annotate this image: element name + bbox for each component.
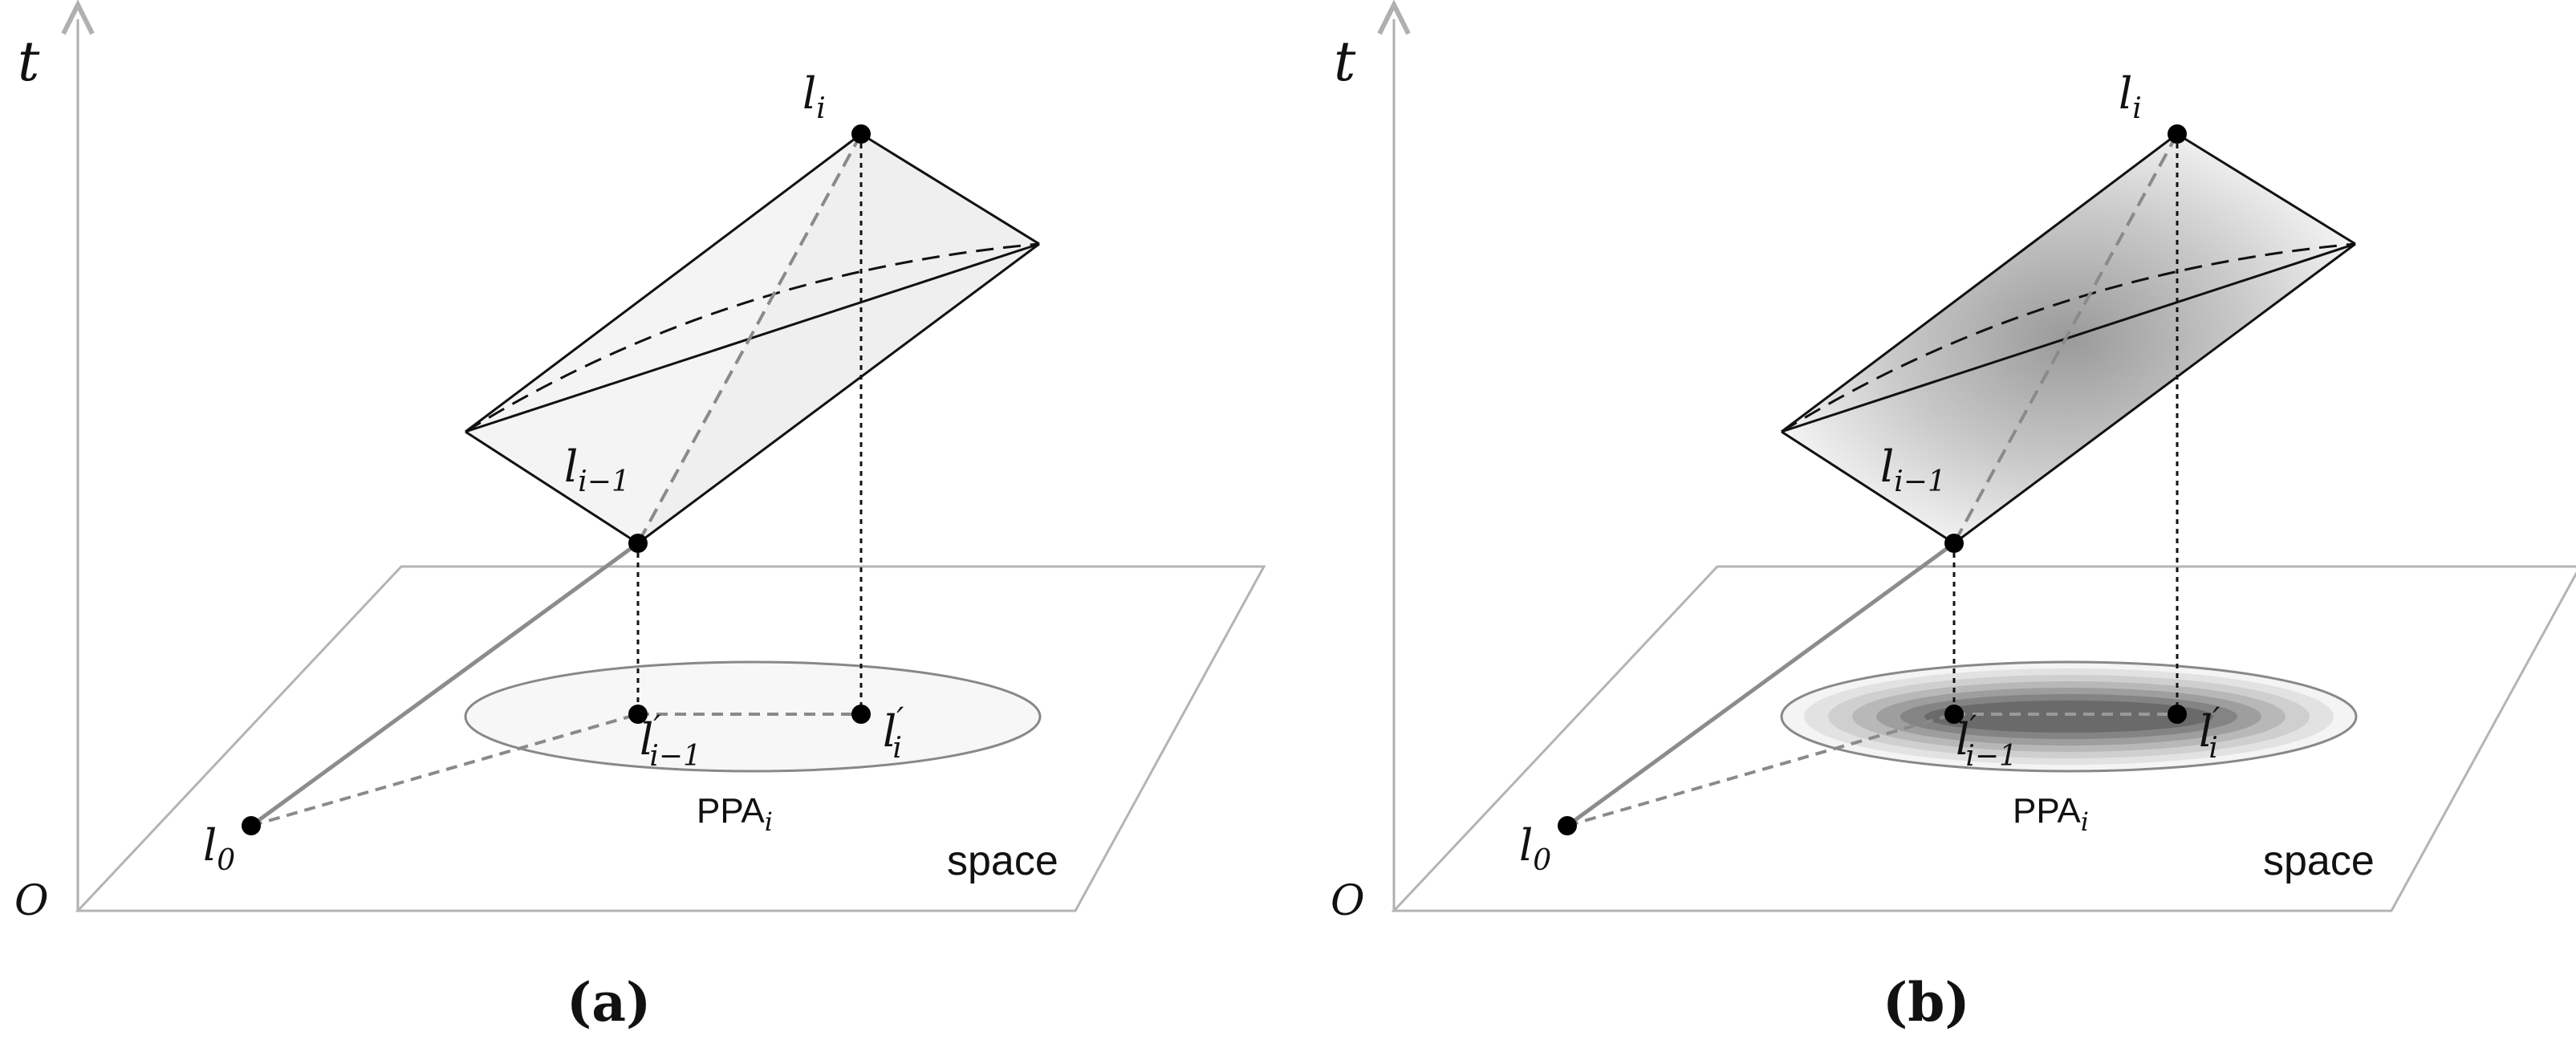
point-li1-proj	[628, 705, 648, 724]
prism-face-left	[465, 134, 861, 543]
prism-edge-top-left	[1781, 132, 2178, 433]
label-li1-top: li−1	[564, 441, 630, 498]
prism-edge-bottom-right	[1953, 242, 2356, 545]
prism-edge-top-right	[860, 132, 1040, 246]
point-li-proj	[2168, 705, 2187, 724]
label-li1-proj: l′i−1	[1956, 709, 2017, 773]
point-li1-top	[1944, 534, 1964, 553]
prism-mid-dashed	[1781, 242, 2356, 433]
t-axis-label: t	[18, 30, 40, 94]
prism-edge-bottom-right	[637, 242, 1040, 545]
ppa-label: PPAi	[697, 791, 773, 837]
prism-edge-bottom-left	[1781, 430, 1955, 545]
prism-edge-top-right	[2176, 132, 2356, 246]
trajectory-line	[1566, 541, 1956, 828]
point-li-proj	[851, 705, 871, 724]
ppa-ellipse	[464, 660, 1042, 773]
label-li-top: li	[802, 68, 826, 125]
point-l0	[242, 816, 261, 835]
caption-b: (b)	[1883, 971, 1970, 1034]
space-label: space	[2263, 838, 2375, 884]
projection-path-1	[250, 713, 639, 827]
origin-label: O	[14, 877, 49, 925]
point-li-top	[851, 124, 871, 144]
label-li1-proj: l′i−1	[640, 709, 701, 773]
prism-edge-top-left	[465, 132, 862, 433]
point-l0	[1558, 816, 1577, 835]
label-li1-top: li−1	[1880, 441, 1946, 498]
point-li-top	[2168, 124, 2187, 144]
trajectory-line	[250, 541, 640, 828]
projection-path-1	[1566, 713, 1955, 827]
panel-b: t O space PPAi	[1331, 19, 2576, 1034]
prism-mid-solid	[1781, 242, 2356, 433]
label-li-top: li	[2119, 68, 2142, 125]
label-li-proj: l′i	[2199, 701, 2220, 765]
label-l0: l0	[203, 820, 235, 877]
ppa-ellipse-density	[1780, 660, 2358, 773]
panel-a: t O space PPAi	[14, 19, 1266, 1034]
prism-mid-dashed	[465, 242, 1040, 433]
prism-face-right	[638, 134, 1039, 543]
caption-a: (a)	[567, 971, 651, 1034]
point-li1-top	[628, 534, 648, 553]
t-axis-label: t	[1334, 30, 1356, 94]
prism-diagonal-dashed	[1952, 133, 2179, 544]
label-li-proj: l′i	[883, 701, 904, 765]
space-label: space	[947, 838, 1058, 884]
prism-diagonal-dashed	[636, 133, 863, 544]
ppa-label: PPAi	[2013, 791, 2089, 837]
label-l0: l0	[1519, 820, 1551, 877]
point-li1-proj	[1944, 705, 1964, 724]
prism-edge-bottom-left	[465, 430, 639, 545]
origin-label: O	[1331, 877, 1365, 925]
prism-mid-solid	[465, 242, 1040, 433]
